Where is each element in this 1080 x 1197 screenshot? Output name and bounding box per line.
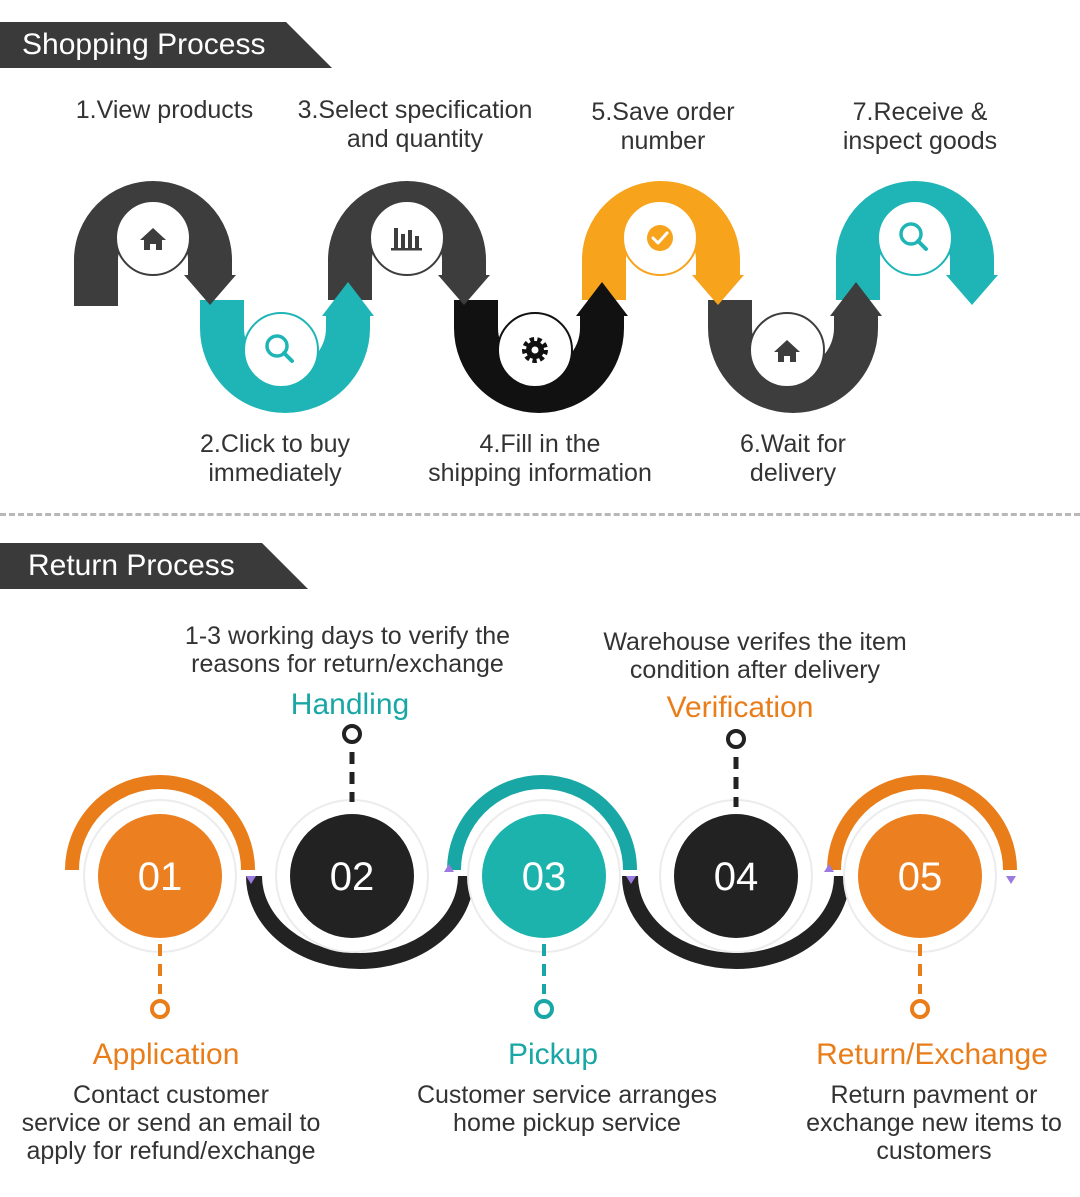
connector-curve bbox=[246, 875, 474, 969]
step-circle-01 bbox=[98, 814, 222, 938]
shopping-step-5-label: 5.Save order number bbox=[591, 98, 735, 155]
handling-description: 1-3 working days to verify the reasons f… bbox=[184, 622, 511, 678]
search-icon bbox=[877, 200, 953, 276]
return-exchange-description: Return pavment or exchange new items to … bbox=[806, 1081, 1062, 1165]
shopping-process-header-text: Shopping Process bbox=[22, 28, 266, 61]
home-icon bbox=[749, 312, 825, 388]
step-number-02: 02 bbox=[330, 855, 375, 899]
check-icon bbox=[622, 200, 698, 276]
shopping-step-2-label: 2.Click to buy immediately bbox=[199, 430, 351, 487]
search-icon bbox=[243, 312, 319, 388]
step-circle-04 bbox=[674, 814, 798, 938]
shopping-process-header: Shopping Process bbox=[0, 22, 332, 68]
connector-curve bbox=[622, 875, 850, 969]
shopping-step-1-label: 1.View products bbox=[75, 96, 254, 124]
arc-01 bbox=[65, 775, 255, 871]
down-arrow-icon bbox=[184, 275, 236, 305]
return-process-header-text: Return Process bbox=[28, 549, 235, 582]
application-title: Application bbox=[92, 1038, 240, 1071]
step-circle-05 bbox=[858, 814, 982, 938]
return-process-header: Return Process bbox=[0, 543, 308, 589]
path-segment-6 bbox=[708, 300, 878, 413]
down-arrow-icon bbox=[946, 275, 998, 305]
step-number-03: 03 bbox=[522, 855, 567, 899]
pin-02 bbox=[342, 724, 362, 744]
step-number-01: 01 bbox=[138, 855, 183, 899]
step-circle-03 bbox=[482, 814, 606, 938]
pin-05 bbox=[910, 999, 930, 1019]
shopping-step-7-label: 7.Receive & inspect goods bbox=[842, 98, 998, 155]
arc-05 bbox=[827, 775, 1017, 871]
application-description: Contact customer service or send an emai… bbox=[21, 1081, 321, 1165]
gear-icon bbox=[497, 312, 573, 388]
up-arrow-icon bbox=[830, 282, 882, 316]
pickup-description: Customer service arranges home pickup se… bbox=[416, 1081, 718, 1137]
step-number-04: 04 bbox=[714, 855, 759, 899]
bar-chart-icon bbox=[369, 200, 445, 276]
pin-03 bbox=[534, 999, 554, 1019]
pickup-title: Pickup bbox=[507, 1038, 599, 1071]
down-arrow-icon bbox=[692, 275, 744, 305]
path-segment-2 bbox=[200, 300, 370, 413]
step-number-05: 05 bbox=[898, 855, 943, 899]
step-circle-02 bbox=[290, 814, 414, 938]
shopping-step-6-label: 6.Wait for delivery bbox=[739, 430, 847, 487]
shopping-step-3-label: 3.Select specification and quantity bbox=[297, 96, 533, 153]
up-arrow-icon bbox=[322, 282, 374, 316]
verification-title: Verification bbox=[666, 691, 814, 724]
verification-description: Warehouse verifes the item condition aft… bbox=[603, 628, 907, 684]
home-icon bbox=[115, 200, 191, 276]
pin-01 bbox=[150, 999, 170, 1019]
return-exchange-title: Return/Exchange bbox=[816, 1038, 1048, 1071]
path-segment-4 bbox=[454, 300, 624, 413]
pin-04 bbox=[726, 729, 746, 749]
up-arrow-icon bbox=[576, 282, 628, 316]
section-divider bbox=[0, 513, 1080, 516]
shopping-step-4-label: 4.Fill in the shipping information bbox=[428, 430, 652, 487]
down-arrow-icon bbox=[438, 275, 490, 305]
handling-title: Handling bbox=[290, 688, 410, 721]
arc-03 bbox=[447, 775, 637, 871]
